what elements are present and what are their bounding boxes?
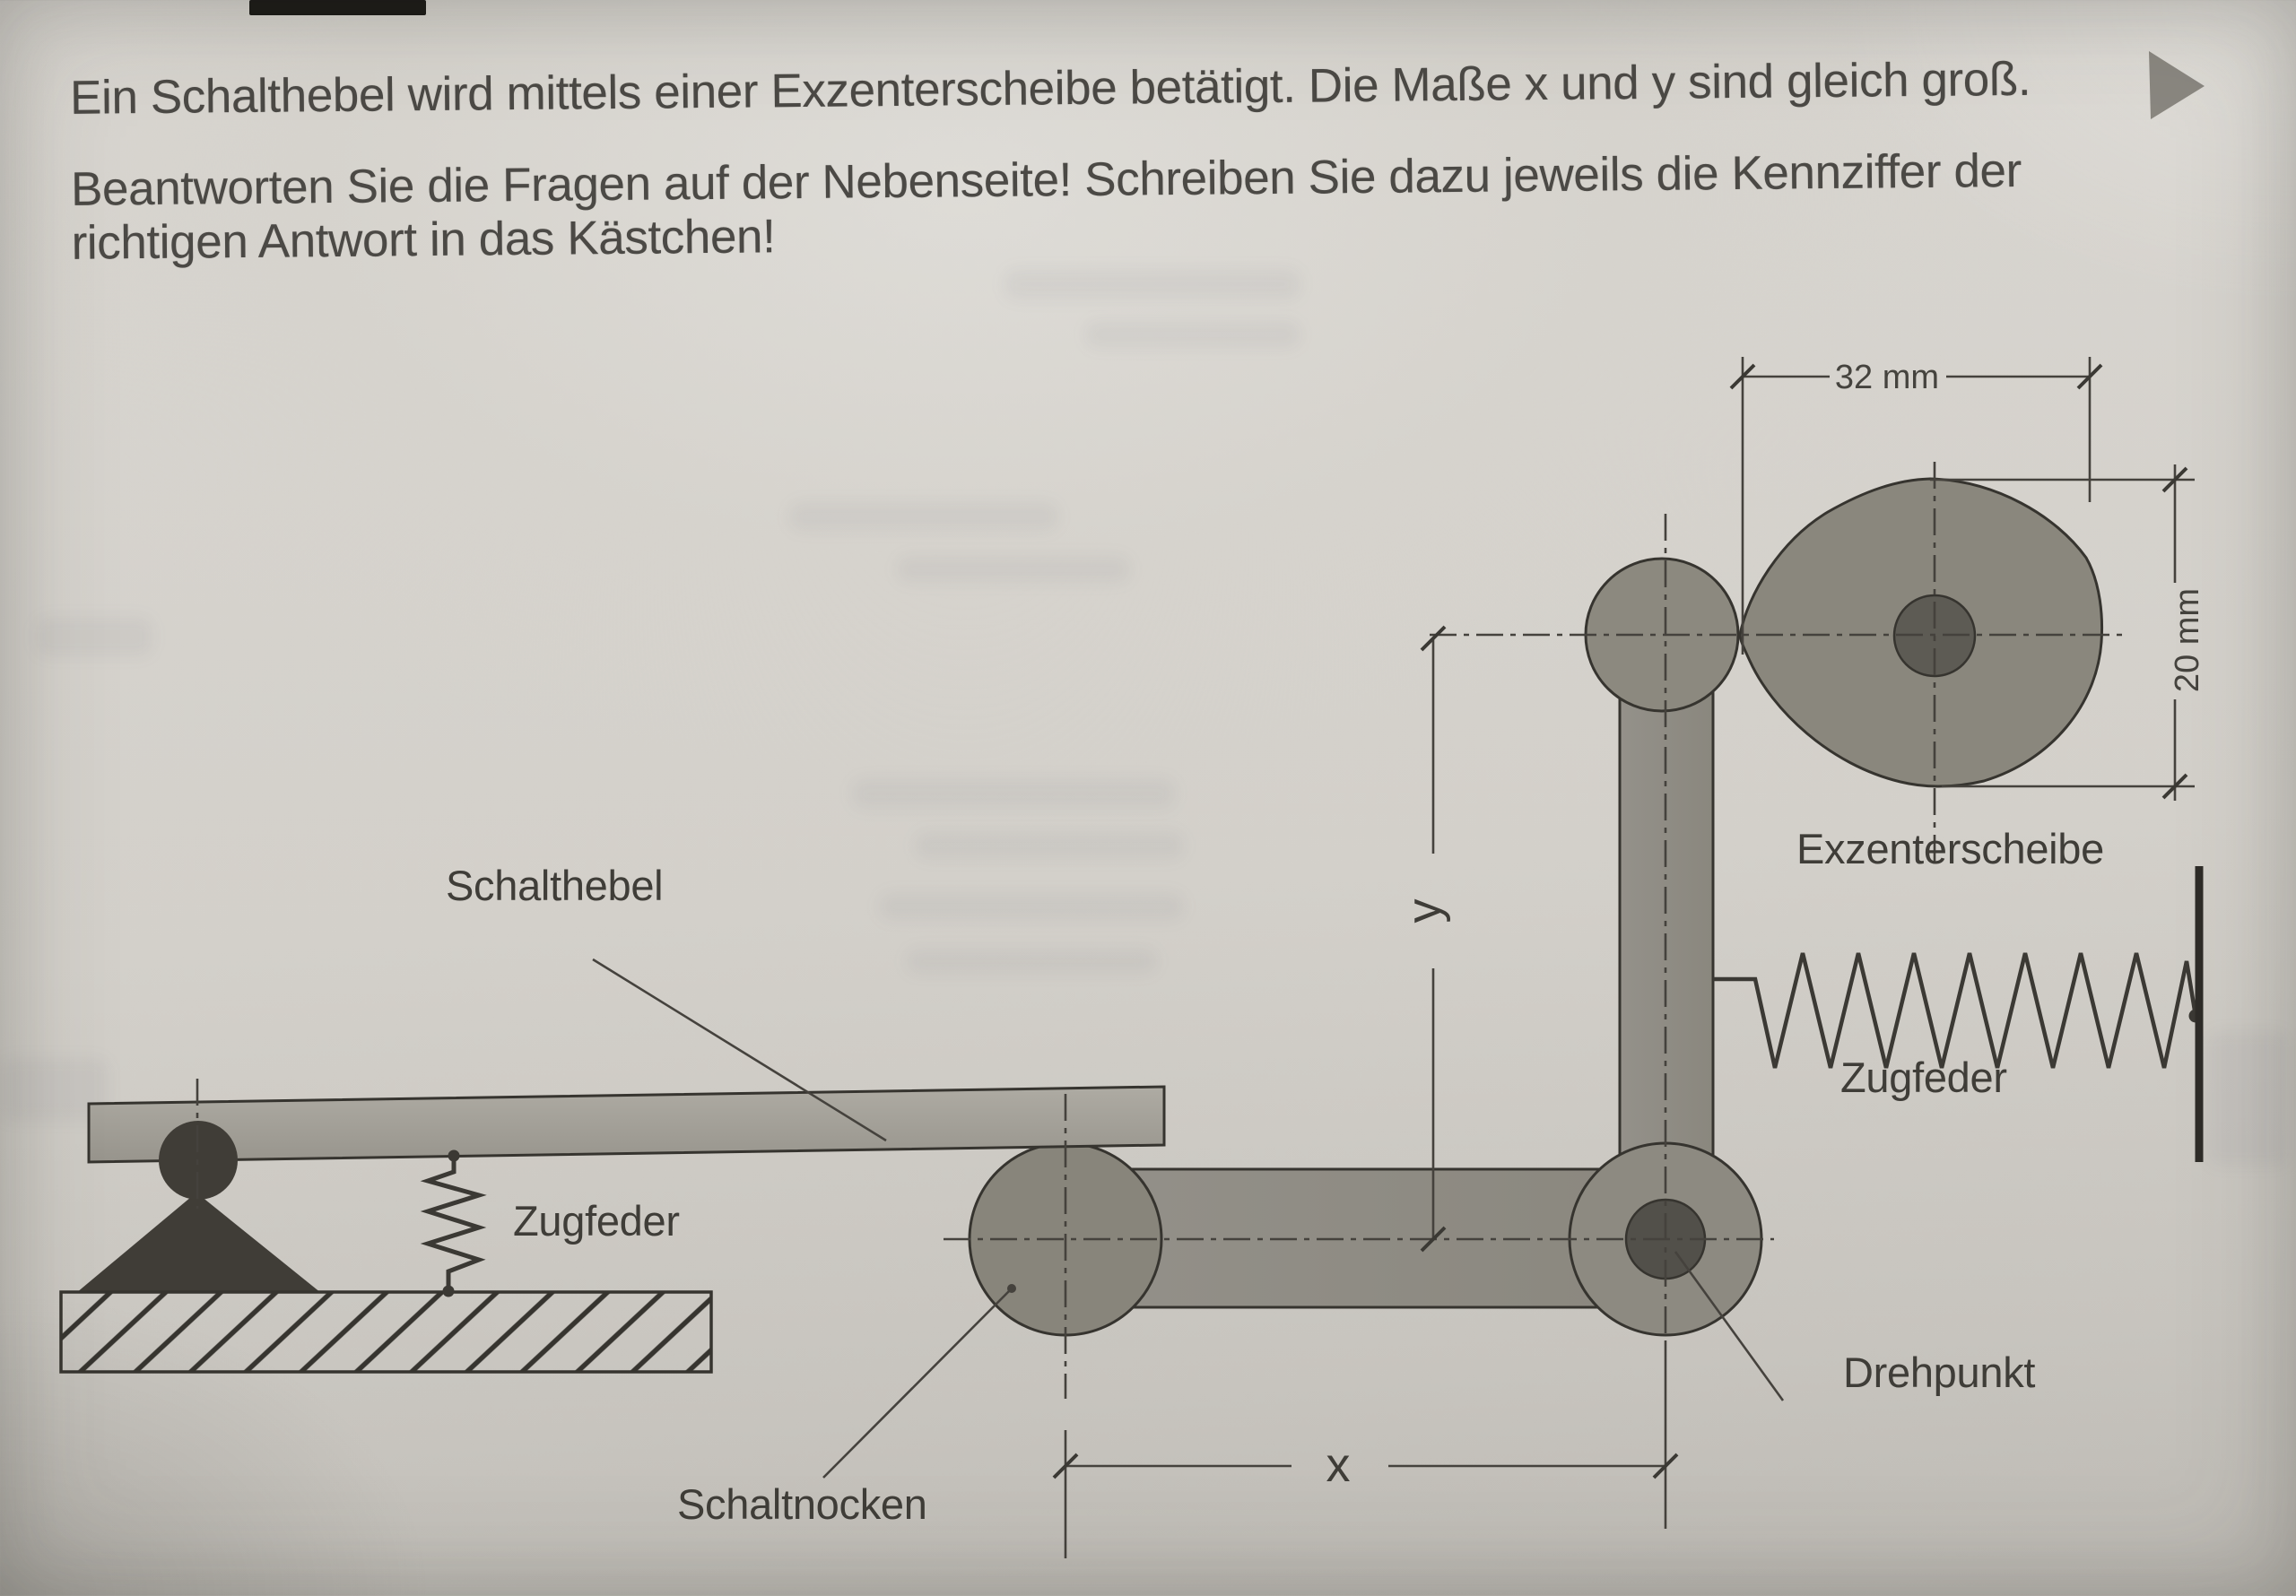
- dimension-x: x: [1052, 1345, 1679, 1558]
- dimension-32mm: 32 mm: [1729, 357, 2103, 655]
- bleedthrough-smudge: [852, 778, 1175, 809]
- intro-sentence-2: Beantworten Sie die Fragen auf der Neben…: [70, 143, 2022, 216]
- pivot-hub: [1624, 1198, 1707, 1280]
- dimension-tick: [1052, 1453, 1079, 1479]
- bleedthrough-smudge: [789, 502, 1058, 531]
- dimension-tick: [2161, 466, 2188, 493]
- play-arrow-icon: [2149, 51, 2205, 119]
- intro-text-block: Ein Schalthebel wird mittels einer Exzen…: [0, 0, 2295, 270]
- label-schalthebel: Schalthebel: [446, 862, 663, 909]
- dimension-y: y: [1397, 625, 1451, 1253]
- lever-pivot-ball: [159, 1121, 238, 1200]
- left-spring-group: [420, 1149, 487, 1297]
- bleedthrough-smudge: [1085, 321, 1300, 348]
- ground-hatch-block: [59, 1290, 713, 1374]
- spring-anchor-dot: [2188, 1009, 2203, 1023]
- bleedthrough-smudge: [0, 1058, 108, 1121]
- dimension-20mm: 20 mm: [1930, 464, 2206, 801]
- bleedthrough-smudge: [915, 832, 1184, 859]
- cam-follower-circle: [968, 1141, 1163, 1337]
- leader-schaltnocken: [822, 1284, 1016, 1479]
- spring-bottom-dot: [442, 1285, 455, 1297]
- horizontal-arm: [1030, 1167, 1681, 1309]
- bleedthrough-smudge: [906, 949, 1157, 974]
- dimension-tick: [2161, 773, 2188, 800]
- dimension-tick: [1652, 1453, 1679, 1479]
- label-zugfeder-left: Zugfeder: [513, 1197, 680, 1245]
- switch-lever: [87, 1085, 1166, 1164]
- dimension-tick: [1729, 363, 1756, 390]
- disc-shaft-hub: [1892, 594, 1977, 678]
- leader-dot: [1007, 1284, 1016, 1293]
- dimension-text-x: x: [1326, 1438, 1351, 1492]
- label-schaltnocken: Schaltnocken: [677, 1480, 927, 1528]
- bleedthrough-smudge: [879, 893, 1184, 920]
- vertical-arm: [1618, 626, 1715, 1248]
- fulcrum-triangle: [76, 1193, 321, 1293]
- dimension-tick: [1420, 625, 1447, 652]
- leader-drehpunkt: [1674, 1251, 1785, 1401]
- pivot-bearing: [1568, 1141, 1763, 1337]
- spring-right-zigzag: [1713, 952, 2198, 1069]
- right-spring-group: [1713, 866, 2204, 1162]
- intro-sentence-1: Ein Schalthebel wird mittels einer Exzen…: [69, 52, 2031, 125]
- dimension-tick: [2076, 363, 2103, 390]
- bleedthrough-smudge: [1004, 269, 1300, 299]
- eccentric-disc: [1738, 477, 2104, 788]
- dimension-text-20mm: 20 mm: [2169, 588, 2206, 692]
- bleedthrough-smudge: [897, 556, 1130, 583]
- leader-schalthebel: [592, 958, 887, 1142]
- bell-crank: [1030, 626, 1715, 1309]
- dimension-text-32mm: 32 mm: [1835, 359, 1939, 396]
- leader-line: [822, 1288, 1013, 1479]
- intro-sentence-3: richtigen Antwort in das Kästchen!: [71, 210, 776, 270]
- bleedthrough-smudge: [2208, 1031, 2289, 1166]
- label-zugfeder-right: Zugfeder: [1840, 1054, 2007, 1101]
- centerlines: [196, 462, 2127, 1399]
- ground-hatch: [59, 1290, 713, 1374]
- label-exzenterscheibe: Exzenterscheibe: [1796, 825, 2104, 872]
- follower-roller: [1584, 557, 1740, 713]
- spring-top-dot: [448, 1149, 460, 1162]
- label-drehpunkt: Drehpunkt: [1843, 1349, 2035, 1396]
- dimension-tick: [1420, 1226, 1447, 1253]
- page-corner-bar: [249, 0, 426, 15]
- bleedthrough-smudge: [36, 617, 152, 656]
- spring-left-zigzag: [420, 1156, 487, 1291]
- dimension-text-y: y: [1397, 899, 1451, 924]
